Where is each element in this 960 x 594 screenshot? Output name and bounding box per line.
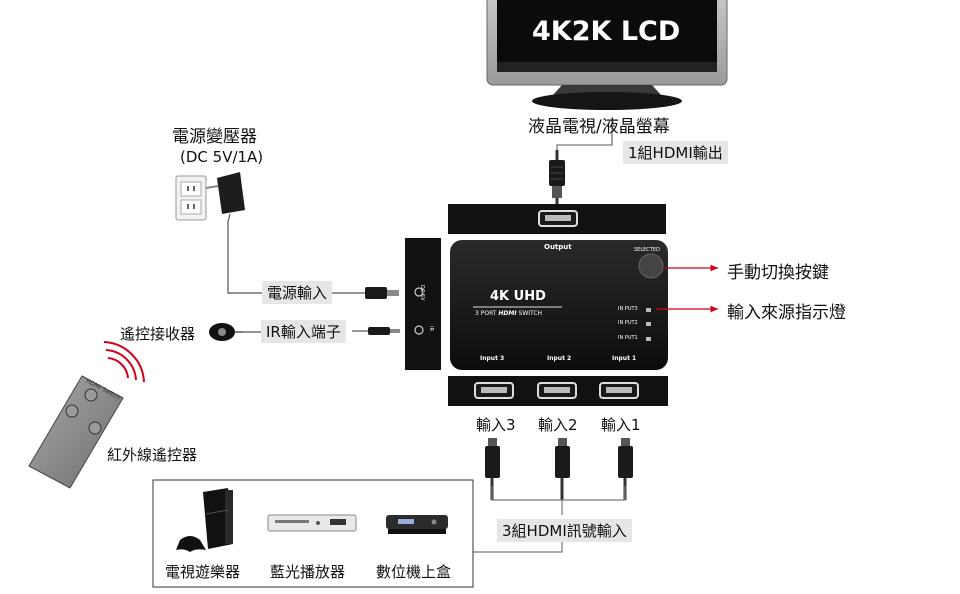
remote-control xyxy=(28,341,145,489)
hdmi-logo: HDMI xyxy=(498,310,517,317)
switch-side-panel xyxy=(405,238,441,370)
side-dc-text: DC 5V xyxy=(419,285,425,301)
manual-button-label: 手動切換按鍵 xyxy=(727,263,829,283)
input-port-label-1: 輸入1 xyxy=(601,416,641,434)
switch-input-1-text: Input 1 xyxy=(612,355,637,362)
adapter-spec: (DC 5V/1A) xyxy=(180,148,264,166)
ir-port-label: IR輸入端子 xyxy=(261,320,346,343)
callout-arrows xyxy=(656,264,718,313)
source-devices-frame xyxy=(152,479,474,588)
adapter-title: 電源變壓器 xyxy=(172,127,257,147)
tv-label: 液晶電視/液晶螢幕 xyxy=(528,117,670,137)
remote-label: 紅外線遙控器 xyxy=(107,446,198,464)
switch-input-3-text: Input 3 xyxy=(480,355,505,362)
input-indicator-label: 輸入來源指示燈 xyxy=(727,303,846,323)
hdmi-output-label: 1組HDMI輸出 xyxy=(623,141,728,164)
hdmi-input-cables xyxy=(473,438,633,553)
switch-selected-text: SELECTED xyxy=(634,247,660,253)
tv-hdmi-cable xyxy=(549,120,613,205)
switch-body xyxy=(450,240,668,370)
ir-receiver-label: 遙控接收器 xyxy=(120,325,196,343)
source-label-stb: 數位機上盒 xyxy=(376,563,452,581)
input-port-label-3: 輸入3 xyxy=(476,416,516,434)
input-port-label-2: 輸入2 xyxy=(538,416,578,434)
indicator-label-1: IN PUT1 xyxy=(618,335,638,341)
switch-output-text: Output xyxy=(544,243,572,251)
bluray-player-icon xyxy=(267,514,357,532)
switch-subtitle-post: SWITCH xyxy=(518,310,543,317)
tv-monitor xyxy=(486,0,728,110)
side-ir-text: IR xyxy=(428,326,434,331)
source-label-bluray: 藍光播放器 xyxy=(270,563,346,581)
switch-input-2-text: Input 2 xyxy=(547,355,572,362)
switch-subtitle: 3 PORT HDMI SWITCH xyxy=(475,310,542,317)
set-top-box-icon xyxy=(386,515,448,534)
power-input-label: 電源輸入 xyxy=(262,281,333,304)
source-label-game: 電視遊樂器 xyxy=(165,563,241,581)
switch-brand: 4K UHD xyxy=(490,289,546,304)
indicator-label-2: IN PUT2 xyxy=(618,320,638,326)
ir-receiver xyxy=(209,323,400,341)
switch-input-panel xyxy=(448,376,668,406)
hdmi-input-label: 3組HDMI訊號輸入 xyxy=(497,519,632,542)
game-console-icon xyxy=(176,488,233,552)
indicator-label-3: IN PUT3 xyxy=(618,306,638,312)
power-adapter xyxy=(205,172,399,299)
tv-screen-text: 4K2K LCD xyxy=(532,16,681,47)
switch-output-panel xyxy=(448,204,666,234)
power-outlet xyxy=(175,175,207,221)
switch-subtitle-pre: 3 PORT xyxy=(475,310,497,317)
